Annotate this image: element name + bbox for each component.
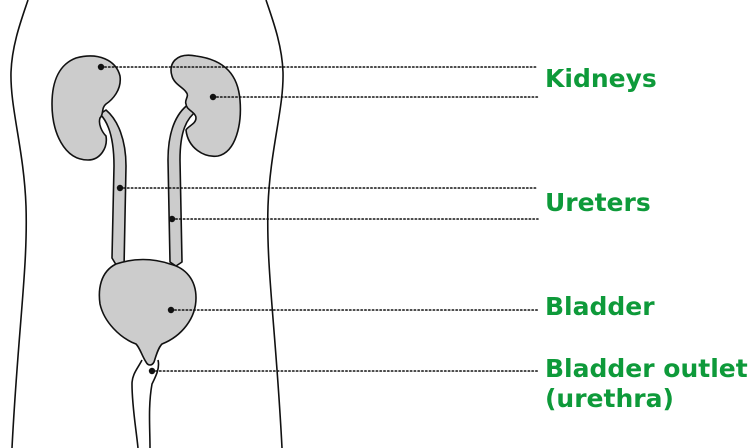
bladder: [99, 260, 196, 366]
pointer-dot-left-kidney: [98, 64, 104, 70]
ureters: [100, 102, 198, 268]
bladder-group: [99, 260, 196, 366]
body-outline-left: [11, 0, 28, 448]
pointer-dot-left-ureter: [117, 185, 123, 191]
pointer-dot-right-kidney: [210, 94, 216, 100]
label-bladder-outlet: Bladder outlet (urethra): [545, 354, 748, 414]
label-bladder-outlet-line2: (urethra): [545, 384, 748, 414]
left-kidney: [52, 56, 120, 160]
label-ureters: Ureters: [545, 188, 651, 218]
urethra-left-wall: [132, 360, 142, 448]
label-bladder: Bladder: [545, 292, 655, 322]
kidneys: [52, 55, 240, 160]
pointer-dot-bladder-outlet: [149, 368, 155, 374]
pointer-dot-right-ureter: [169, 216, 175, 222]
label-bladder-outlet-line1: Bladder outlet: [545, 354, 748, 384]
pointer-dot-bladder: [168, 307, 174, 313]
label-kidneys: Kidneys: [545, 64, 657, 94]
urethra: [132, 360, 159, 448]
